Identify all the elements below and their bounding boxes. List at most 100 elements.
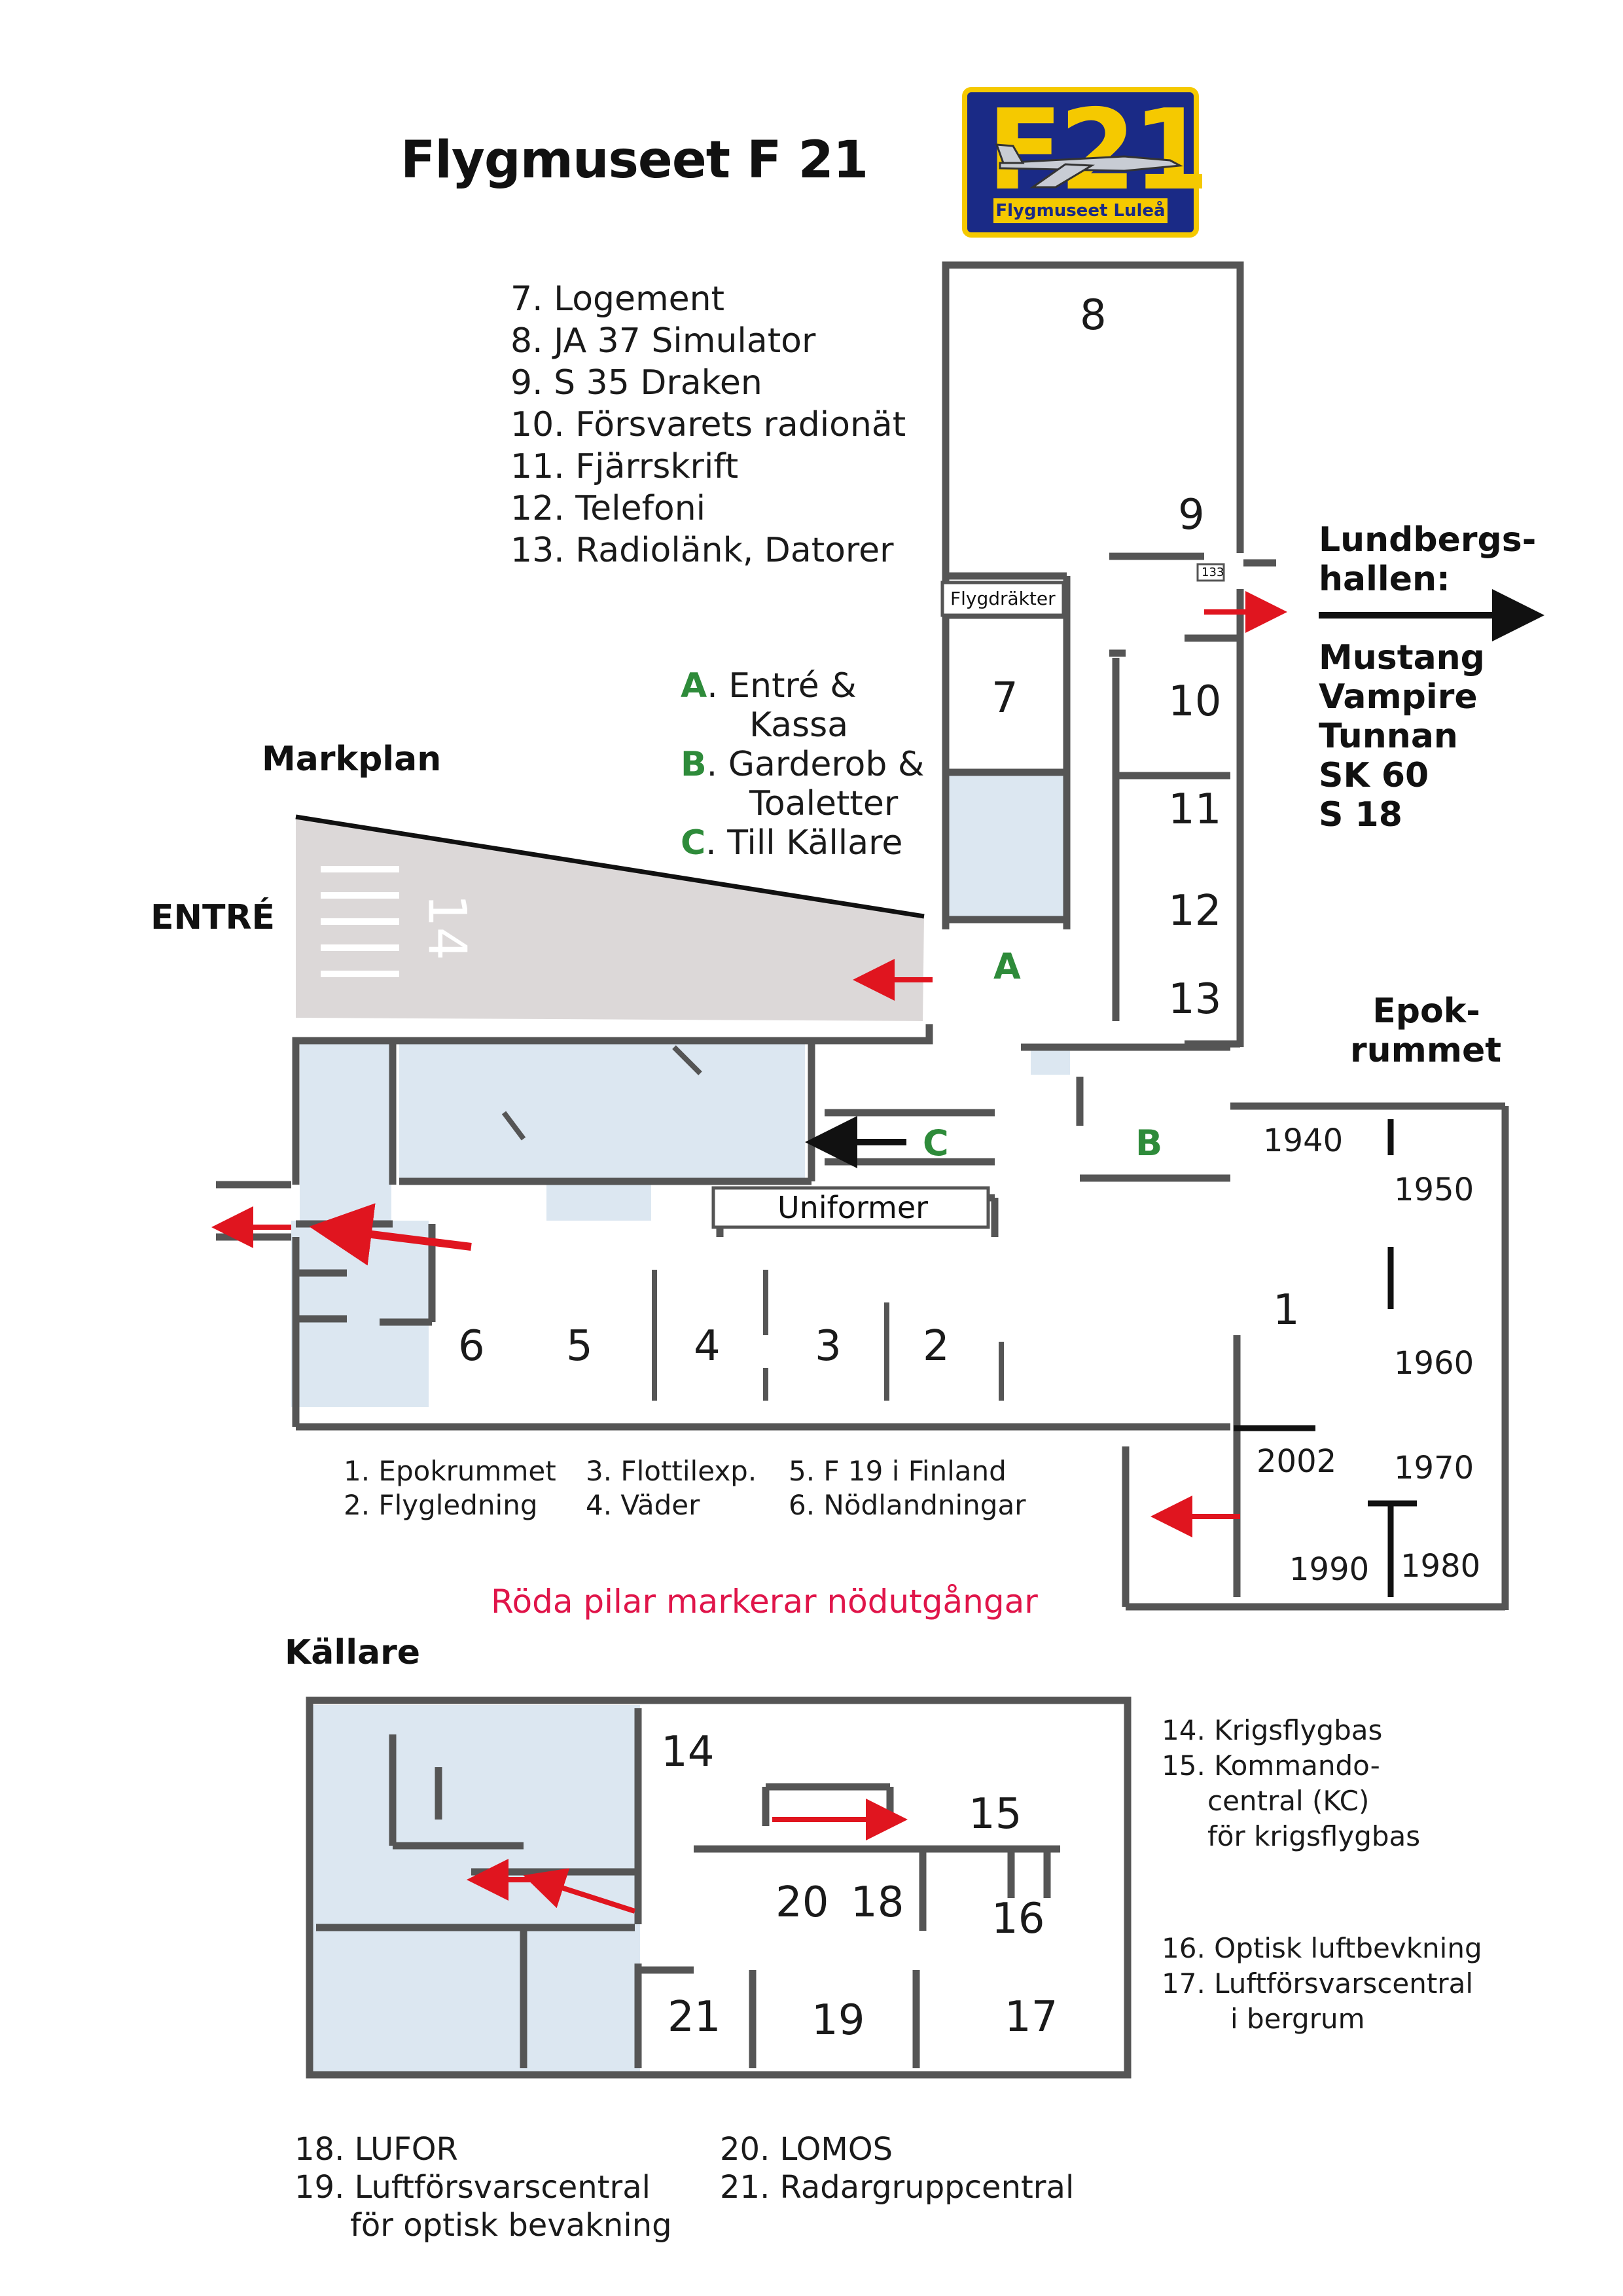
decade-label: 1980 [1400,1548,1481,1585]
room-15: 15 [969,1790,1022,1839]
decade-dividers [1234,1119,1417,1597]
kallare-heading: Källare [285,1633,421,1672]
basement-legend-bottom-left: 18. LUFOR 19. Luftförsvarscentral för op… [294,2130,672,2244]
legend-item: 11. Fjärrskrift [510,447,739,486]
legend-c: C. Till Källare [681,823,903,863]
entrance-edge-line [295,814,925,919]
ground-walls [216,261,1509,1611]
legend-item: 3. Flottilexp. [586,1455,757,1487]
lundberg-list: Mustang Vampire Tunnan SK 60 S 18 [1319,638,1485,834]
room-14: 14 [661,1728,715,1776]
legend-item: 10. Försvarets radionät [510,405,906,444]
room-16: 16 [991,1895,1045,1943]
legend-item: 18. LUFOR [294,2131,458,2168]
area-a: A [993,946,1021,987]
thin-partitions [501,1045,1004,1401]
entrance-label: ENTRÉ [151,898,276,937]
legend-item: 2. Flygledning [344,1489,538,1521]
decade-label: 1970 [1394,1450,1474,1486]
legend-item: 7. Logement [510,279,725,319]
room-133-box [1196,563,1225,582]
legend-item: 20. LOMOS [720,2131,893,2168]
exit-arrow-basement-diag [523,1868,636,1914]
legend-item: 5. F 19 i Finland [789,1455,1007,1487]
uniformer-label: Uniformer [777,1190,929,1225]
legend-item: 13. Radiolänk, Datorer [510,531,894,570]
ground-legend-col3: 5. F 19 i Finland 6. Nödlandningar [789,1454,1026,1522]
legend-item: 17. Luftförsvarscentral [1162,1967,1474,2000]
legend-item: 8. JA 37 Simulator [510,321,816,361]
legend-item: 21. Radargruppcentral [720,2169,1075,2206]
basement-legend-right: 14. Krigsflygbas 15. Kommando- central (… [1162,1713,1420,1854]
uniformer-box [711,1186,990,1229]
legend-item: 9. S 35 Draken [510,363,762,403]
legend-item: 12. Telefoni [510,489,706,528]
decade-label: 1940 [1263,1122,1344,1159]
runway-stripes [321,866,399,977]
runway-number: 14 [416,893,478,961]
decade-label: 1960 [1394,1345,1474,1382]
area-c: C [923,1122,949,1164]
legend-item: 6. Nödlandningar [789,1489,1026,1521]
aircraft-item: Tunnan [1319,717,1458,756]
airplane-icon [995,143,1183,188]
aircraft-item: Mustang [1319,638,1485,677]
legend-item: för krigsflygbas [1207,1820,1421,1852]
page-title: Flygmuseet F 21 [401,131,868,190]
area-b: B [1135,1122,1163,1164]
legend-item: 19. Luftförsvarscentral [294,2169,651,2206]
legend-item: 14. Krigsflygbas [1162,1714,1383,1746]
entrance-area [296,817,924,1021]
legend-b: B. Garderob & [681,745,925,784]
epok-line2: rummet [1350,1031,1502,1070]
legend-abc: A. Entré & Kassa B. Garderob & Toaletter… [681,666,924,863]
basement-legend-bottom-right: 20. LOMOS 21. Radargruppcentral [720,2130,1074,2206]
legend-item: för optisk bevakning [350,2207,672,2244]
room-11: 11 [1168,785,1222,834]
room-10: 10 [1168,677,1222,726]
legend-item: 15. Kommando- [1162,1749,1380,1782]
epok-heading: Epok- rummet [1350,992,1502,1070]
room-19: 19 [812,1996,865,2045]
room-2: 2 [923,1322,950,1371]
markplan-heading: Markplan [262,740,442,779]
room-1: 1 [1273,1286,1300,1335]
legend-upper: 7. Logement 8. JA 37 Simulator 9. S 35 D… [510,278,906,571]
room-13: 13 [1168,975,1222,1024]
legend-a: A. Entré & [681,666,857,706]
emergency-arrows [211,591,1287,1914]
legend-a-cont: Kassa [749,706,849,745]
flygdrakter-label: Flygdräkter [950,588,1056,609]
legend-item: i bergrum [1230,2003,1365,2035]
room-133-label: 133 [1202,565,1224,579]
epok-line1: Epok- [1372,992,1480,1031]
logo-text: F21 [987,86,1210,215]
room-4: 4 [694,1322,721,1371]
room-7: 7 [991,674,1018,723]
lundberg-line2: hallen: [1319,560,1450,599]
room-17: 17 [1005,1993,1058,2041]
room-3: 3 [815,1322,842,1371]
room-6: 6 [458,1322,485,1371]
legend-item: 16. Optisk luftbevkning [1162,1932,1482,1964]
legend-item: 4. Väder [586,1489,700,1521]
legend-item: central (KC) [1207,1785,1370,1817]
room-18: 18 [851,1878,904,1927]
exit-arrow-diagonal [309,1203,472,1266]
legend-item: 1. Epokrummet [344,1455,556,1487]
logo-band: Flygmuseet Luleå [993,198,1168,223]
room-21: 21 [668,1993,721,2041]
room-5: 5 [566,1322,593,1371]
lundberg-heading: Lundbergs- hallen: [1319,520,1536,599]
flygdrakter-box [940,581,1065,617]
decade-label: 2002 [1257,1443,1337,1480]
room-12: 12 [1168,887,1222,935]
ground-legend-col1: 1. Epokrummet 2. Flygledning [344,1454,556,1522]
aircraft-item: Vampire [1319,677,1478,717]
decade-label: 1950 [1394,1172,1474,1208]
room-8: 8 [1080,291,1107,340]
ground-legend-col2: 3. Flottilexp. 4. Väder [586,1454,757,1522]
legend-b-cont: Toaletter [749,784,899,823]
decade-label: 1990 [1289,1551,1370,1588]
